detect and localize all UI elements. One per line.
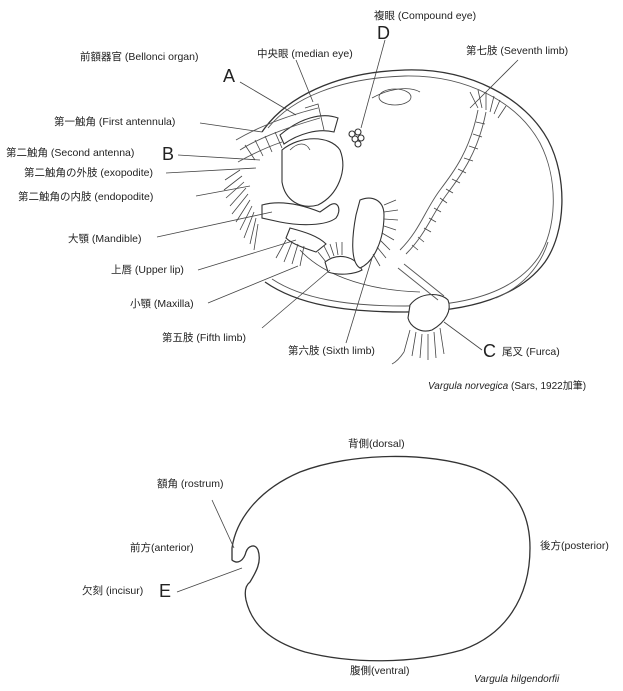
label-posterior: 後方(posterior) xyxy=(540,540,609,552)
label-incisur: 欠刻 (incisur) xyxy=(82,585,143,597)
label-median-eye: 中央眼 (median eye) xyxy=(257,48,353,60)
label-second-antenna: 第二触角 (Second antenna) xyxy=(6,147,134,159)
letter-c: C xyxy=(483,342,496,360)
label-dorsal: 背側(dorsal) xyxy=(348,438,405,450)
letter-d: D xyxy=(377,24,390,42)
label-sixth-limb: 第六肢 (Sixth limb) xyxy=(288,345,375,357)
label-rostrum: 額角 (rostrum) xyxy=(157,478,224,490)
compound-eye-cluster xyxy=(349,129,364,147)
label-seventh-limb: 第七肢 (Seventh limb) xyxy=(466,45,568,57)
letter-b: B xyxy=(162,145,174,163)
caption-top-species: Vargula norvegica xyxy=(428,381,508,392)
label-fifth-limb: 第五肢 (Fifth limb) xyxy=(162,332,246,344)
label-bellonci-organ: 前額器官 (Bellonci organ) xyxy=(80,51,198,63)
label-upper-lip: 上唇 (Upper lip) xyxy=(111,264,184,276)
label-maxilla: 小顎 (Maxilla) xyxy=(130,298,194,310)
label-compound-eye: 複眼 (Compound eye) xyxy=(374,10,476,22)
label-endopodite: 第二触角の内肢 (endopodite) xyxy=(18,191,153,203)
label-ventral: 腹側(ventral) xyxy=(350,665,410,677)
caption-top: Vargula norvegica (Sars, 1922加筆) xyxy=(428,377,586,392)
label-furca: 尾叉 (Furca) xyxy=(502,346,560,358)
label-mandible: 大顎 (Mandible) xyxy=(68,233,142,245)
label-anterior: 前方(anterior) xyxy=(130,542,194,554)
letter-a: A xyxy=(223,67,235,85)
label-first-antennula: 第一触角 (First antennula) xyxy=(54,116,175,128)
caption-bottom: Vargula hilgendorfii xyxy=(474,674,559,685)
antenna-setae xyxy=(224,170,258,250)
furca-claws xyxy=(392,328,444,364)
caption-top-source: (Sars, 1922加筆) xyxy=(511,381,586,392)
carapace-outline xyxy=(232,456,530,660)
letter-e: E xyxy=(159,582,171,600)
label-exopodite: 第二触角の外肢 (exopodite) xyxy=(24,167,153,179)
